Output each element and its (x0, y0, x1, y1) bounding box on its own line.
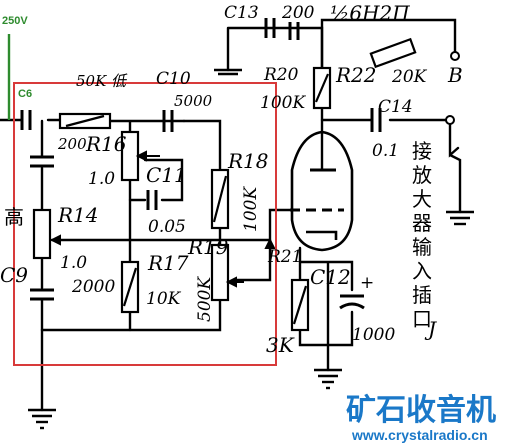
r19-pot (210, 243, 230, 302)
amp-input-char: 口 (412, 307, 432, 331)
c12-label: C12 (310, 265, 351, 289)
c13-capacitor (264, 18, 276, 38)
grounds (28, 68, 474, 430)
terminal-jack (445, 115, 455, 125)
tone-control-highlight (13, 82, 277, 366)
c10-capacitor (162, 110, 174, 132)
c11-value: 0.05 (148, 217, 186, 237)
c13-electrolytic (288, 22, 300, 40)
c16-capacitor (30, 155, 54, 168)
r19-label: R19 (187, 235, 229, 259)
amp-input-char: 入 (412, 259, 432, 283)
amp-input-label: 接 放 大 器 输 入 插 口 (412, 139, 432, 331)
amp-input-char: 插 (412, 283, 432, 307)
r21-resistor (290, 278, 310, 332)
r18-label: R18 (227, 149, 269, 173)
amp-input-char: 器 (412, 211, 432, 235)
component-labels: C13 200 ½6H2П R20 100K R22 20K B 50K 低 C… (0, 1, 463, 357)
c6-label: C6 (18, 88, 32, 100)
amp-input-char: 放 (412, 163, 432, 187)
c14-capacitor (370, 108, 382, 132)
output-b-label: B (447, 63, 463, 87)
c10-value: 5000 (174, 92, 213, 110)
r20-value: 100K (260, 93, 306, 113)
ground-symbol (314, 368, 342, 390)
terminals (445, 51, 460, 125)
amp-input-char: 接 (412, 139, 432, 163)
r14-value: 1.0 (60, 253, 87, 273)
r-top-value: 50K 低 (76, 72, 128, 90)
wipers (49, 150, 276, 288)
resistors (32, 37, 417, 332)
c6-capacitor (20, 110, 32, 130)
r20-label: R20 (263, 65, 299, 85)
r19-value: 500K (195, 276, 215, 322)
r14-label: R14 (57, 203, 99, 227)
r18-value: 100K (241, 186, 261, 232)
r16-label: R16 (85, 132, 127, 156)
watermark-url: www.crystalradio.cn (351, 427, 488, 443)
watermark-text: 矿石收音机 (346, 393, 496, 428)
supply-label: 250V (2, 15, 28, 27)
r22-value: 20K (391, 67, 428, 87)
c13-value: 200 (281, 3, 315, 23)
tube-cathode (306, 230, 338, 240)
ground-symbol (28, 408, 56, 430)
terminal-b (450, 51, 460, 61)
treble-label: 高 (4, 205, 24, 229)
tube-envelope (290, 130, 354, 252)
watermark: 矿石收音机 www.crystalradio.cn (346, 393, 496, 443)
capacitors (20, 18, 382, 310)
r16-value: 200 (57, 135, 87, 153)
r21-value: 3K (266, 333, 295, 357)
c11-label: C11 (146, 163, 187, 187)
r22-resistor (369, 37, 417, 69)
c14-label: C14 (378, 97, 413, 117)
r17-value-a: 2000 (71, 277, 115, 297)
r22-label: R22 (335, 63, 377, 87)
r-top-resistor (58, 112, 112, 130)
c12-value: 1000 (352, 325, 395, 345)
r16-position: 1.0 (88, 169, 115, 189)
c13-label: C13 (224, 3, 259, 23)
c11-capacitor (146, 190, 158, 210)
annotations: 250V C6 (2, 15, 277, 366)
r21-label: R21 (267, 247, 302, 267)
r20-resistor (312, 66, 332, 110)
c9-capacitor (30, 288, 54, 301)
ground-symbol (446, 210, 474, 226)
wires (0, 18, 462, 412)
tube-label: ½6H2П (330, 1, 410, 25)
amp-input-char: 大 (412, 187, 432, 211)
c12-plus: + (360, 273, 374, 293)
jack-label: J (424, 317, 437, 341)
c9-label: C9 (0, 263, 28, 287)
r14-pot (32, 208, 52, 260)
amp-input-char: 输 (412, 235, 432, 259)
r17-resistor (120, 260, 140, 314)
c14-value: 0.1 (372, 141, 399, 161)
r17-label: R17 (147, 251, 189, 275)
c12-capacitor (339, 294, 365, 310)
c10-label: C10 (156, 69, 191, 89)
r17-value-b: 10K (146, 289, 182, 309)
r18-resistor (210, 168, 230, 230)
tube (290, 130, 354, 252)
ground-symbol (214, 68, 242, 76)
